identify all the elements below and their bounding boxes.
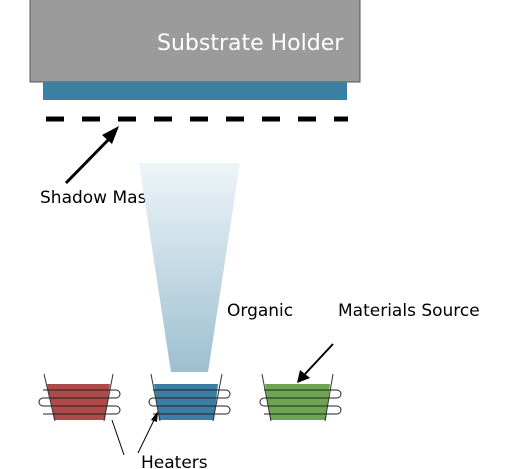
- organic-vapor-plume: [139, 163, 240, 372]
- materials-source-label: Materials Source: [338, 301, 480, 321]
- substrate-holder-block: [29, 0, 361, 83]
- heaters-arrows: [111, 417, 156, 456]
- crucible-blue: [148, 373, 231, 422]
- heater-coil-red: [38, 389, 121, 415]
- heater-coil-green: [259, 389, 342, 415]
- substrate-holder-label: Substrate Holder: [157, 31, 344, 56]
- heater-coil-blue: [148, 389, 231, 415]
- crucible-green-material: [265, 384, 330, 420]
- crucible-red: [38, 373, 121, 422]
- substrate: [43, 82, 347, 100]
- heaters-label: Heaters: [141, 453, 208, 469]
- substrate-holder: Substrate Holder: [29, 0, 361, 83]
- crucible-red-material: [47, 384, 110, 420]
- crucible-blue-material: [154, 384, 218, 420]
- organic-label: Organic: [227, 301, 293, 321]
- shadow-mask-arrow: [64, 126, 119, 185]
- materials-source-arrow: [297, 343, 334, 383]
- shadow-mask-label: Shadow Mask: [40, 188, 156, 208]
- crucible-green: [259, 373, 342, 422]
- heaters-arrowhead: [151, 411, 158, 422]
